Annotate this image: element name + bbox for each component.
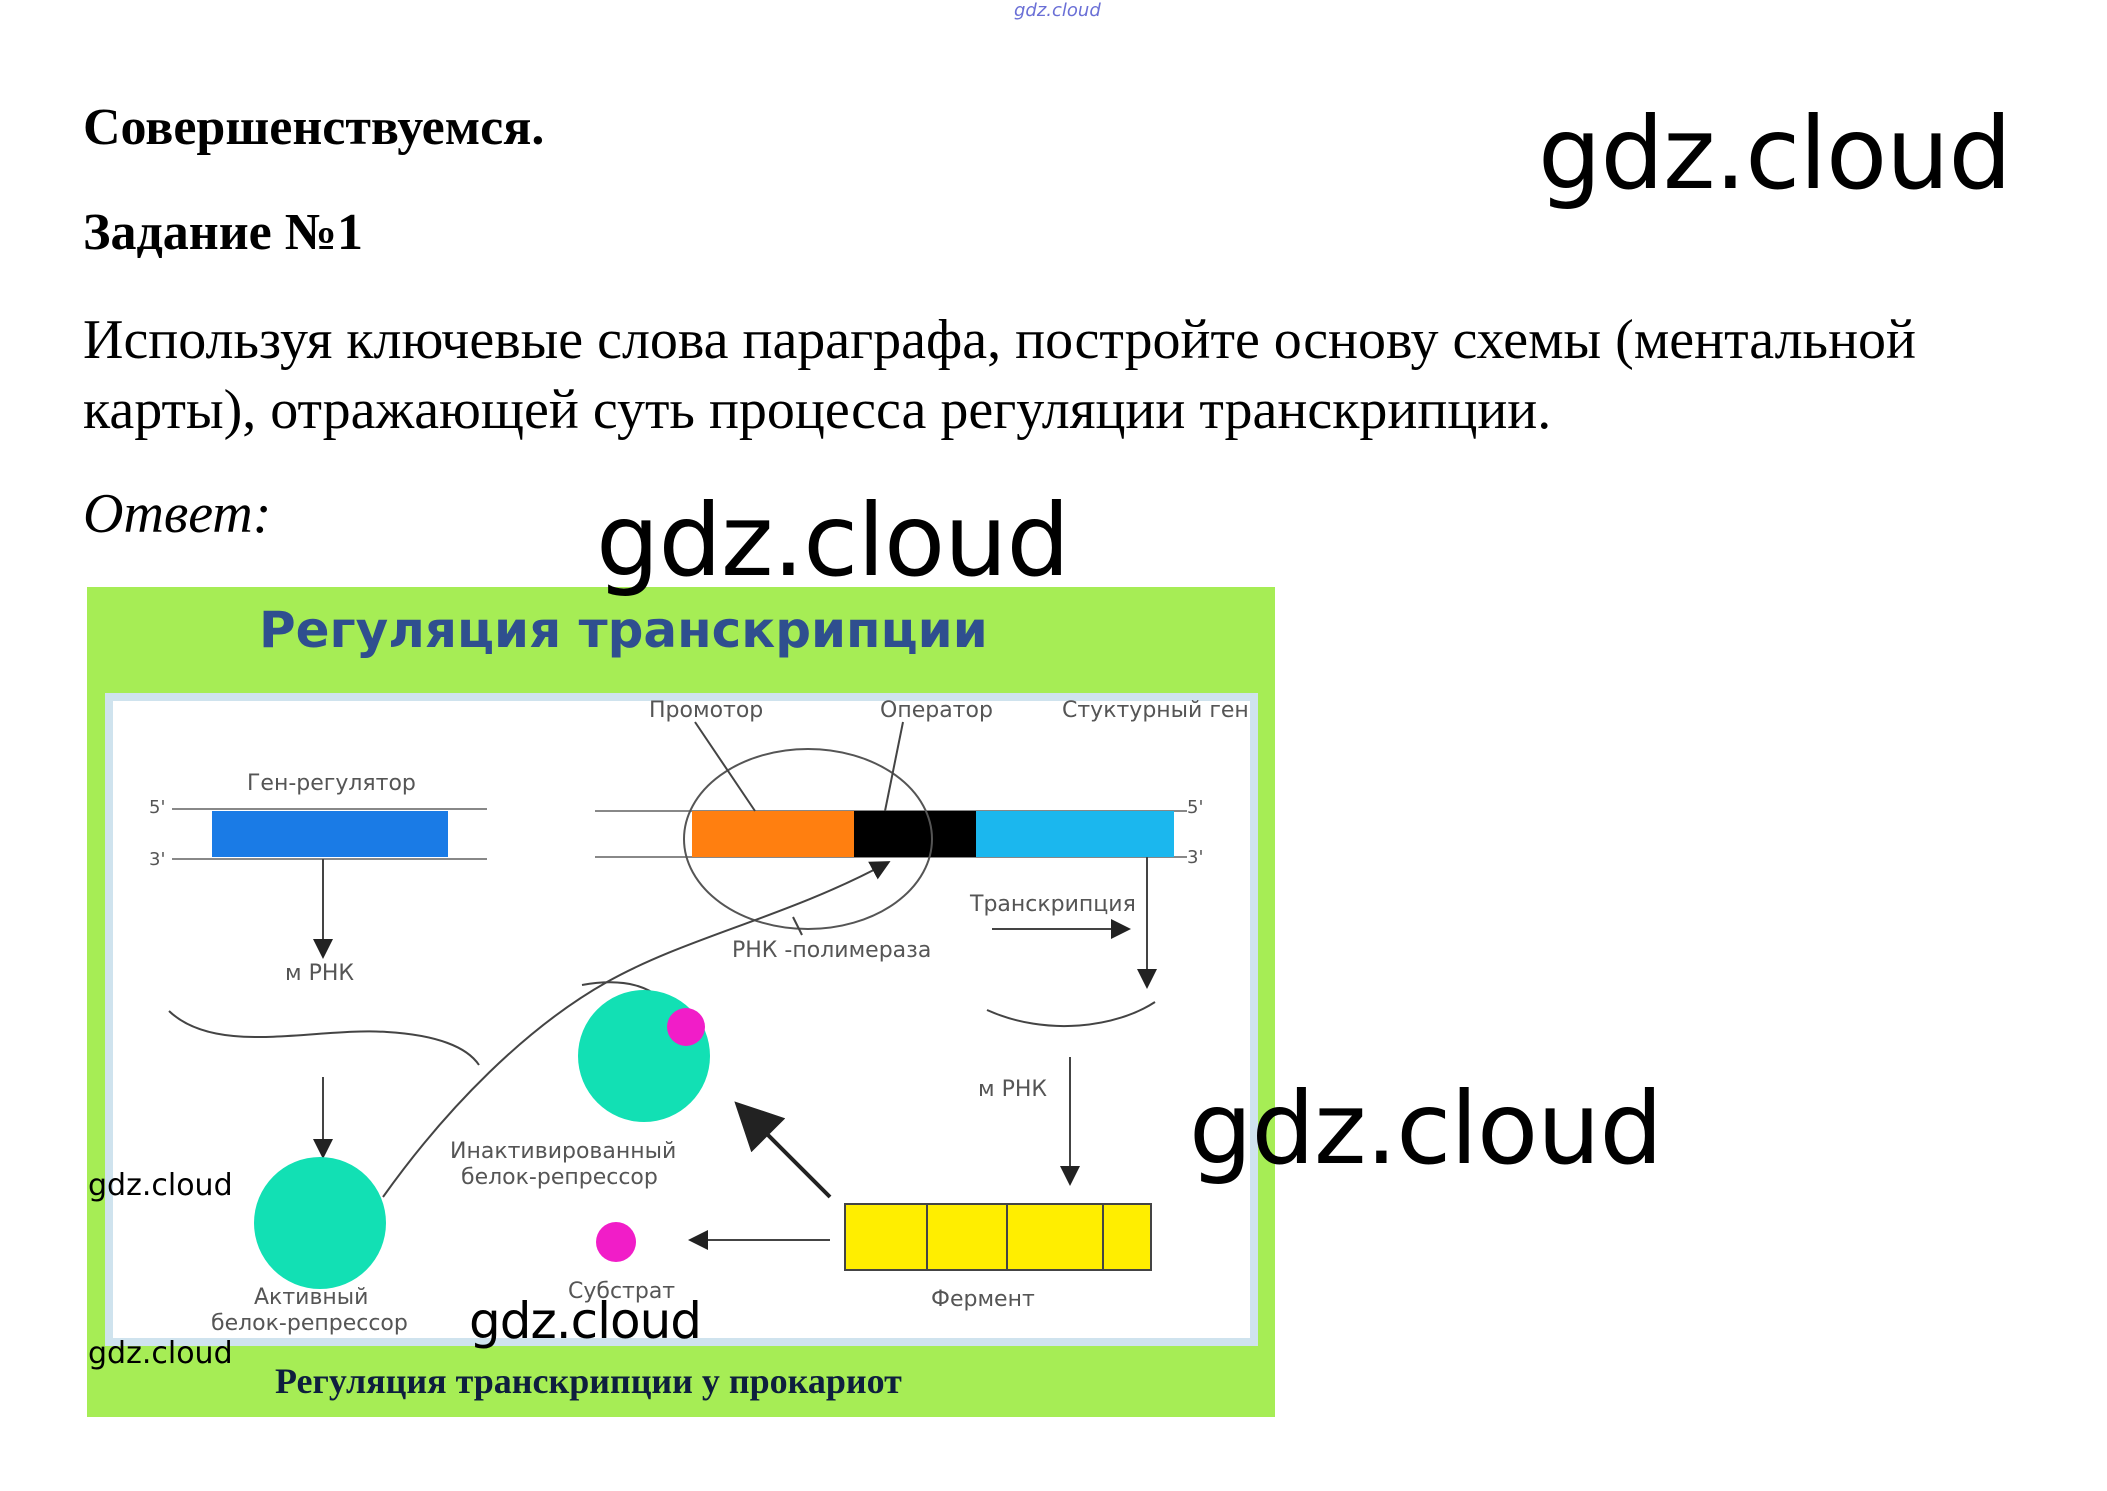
label-enzyme: Фермент [931,1287,1035,1312]
watermark-left-lower: gdz.cloud [88,1336,233,1371]
label-operator: Оператор [880,698,993,723]
label-structural-gene: Стуктурный ген [1062,698,1249,723]
task-text-line1: Используя ключевые слова параграфа, пост… [83,308,1916,372]
label-transcription: Транскрипция [969,892,1136,917]
task-text-line2: карты), отражающей суть процесса регуляц… [83,378,1551,442]
watermark-top-right: gdz.cloud [1538,95,2011,212]
active-repressor [254,1157,386,1289]
task-title: Задание №1 [83,203,363,262]
label-mrna-left: м РНК [285,961,354,986]
label-inactive-repressor-2: белок-репрессор [461,1165,658,1190]
label-5prime-left: 5' [149,797,165,818]
label-3prime-left: 3' [149,849,165,870]
label-mrna-right: м РНК [978,1077,1047,1102]
diagram-caption: Регуляция транскрипции у прокариот [275,1361,902,1401]
label-5prime-right: 5' [1187,797,1203,818]
enzyme-block [845,1204,1151,1270]
diagram-title: Регуляция транскрипции [259,601,988,659]
label-regulator-gene: Ген-регулятор [247,771,416,796]
section-title: Совершенствуемся. [83,98,544,157]
watermark-bottom-center: gdz.cloud [469,1292,701,1350]
label-rna-polymerase: РНК -полимераза [732,938,931,963]
label-promoter: Промотор [649,698,763,723]
label-active-repressor-1: Активный [254,1285,368,1310]
answer-label: Ответ: [83,482,271,546]
watermark-right-middle: gdz.cloud [1189,1070,1662,1187]
label-3prime-right: 3' [1187,847,1203,868]
promoter-block [692,811,854,857]
regulator-gene-block [212,811,448,857]
label-inactive-repressor-1: Инактивированный [450,1139,676,1164]
bound-substrate [667,1008,705,1046]
label-active-repressor-2: белок-репрессор [211,1311,408,1336]
watermark-left-upper: gdz.cloud [88,1168,233,1203]
substrate [596,1222,636,1262]
operator-block [854,811,976,857]
watermark-top: gdz.cloud [1014,0,1101,21]
watermark-answer: gdz.cloud [596,482,1069,599]
structural-gene-block [976,811,1174,857]
